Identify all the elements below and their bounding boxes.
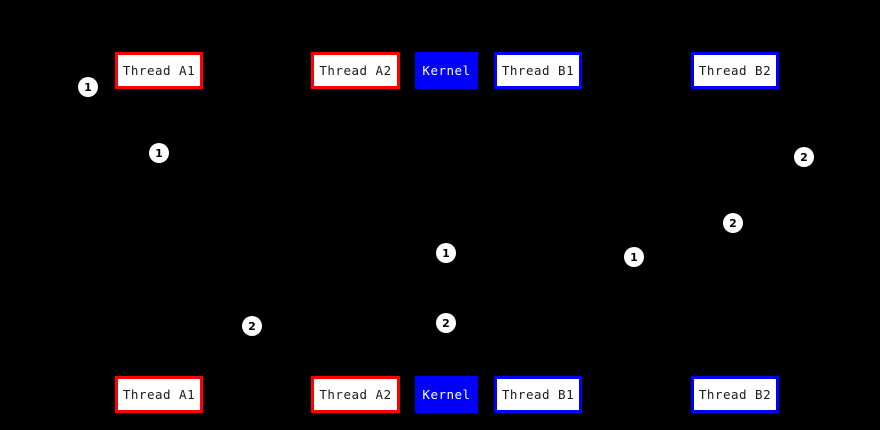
lifeline-kernel [446,89,447,376]
participant-header-kernel-label: Kernel [422,63,471,78]
participant-header-thread-b1[interactable]: Thread B1 [494,52,582,89]
participant-footer-kernel-label: Kernel [422,387,471,402]
lifeline-thread-b1 [538,89,539,376]
participant-footer-kernel[interactable]: Kernel [415,376,478,413]
lifeline-thread-a1 [159,89,160,376]
participant-footer-thread-a1-label: Thread A1 [122,387,196,402]
participant-header-kernel[interactable]: Kernel [415,52,478,89]
message-msg2 [730,154,736,160]
participant-footer-thread-a2[interactable]: Thread A2 [311,376,400,413]
step-marker-m3: 2 [794,147,814,167]
message-msg4 [446,250,539,256]
participant-footer-thread-b2-label: Thread B2 [698,387,772,402]
step-marker-m4: 2 [723,213,743,233]
participant-header-thread-a2[interactable]: Thread A2 [311,52,400,89]
step-marker-m2: 1 [149,143,169,163]
step-marker-m5: 1 [436,243,456,263]
participant-header-thread-a1[interactable]: Thread A1 [115,52,203,89]
participant-footer-thread-b1[interactable]: Thread B1 [494,376,582,413]
participant-footer-thread-a1[interactable]: Thread A1 [115,376,203,413]
participant-footer-thread-a2-label: Thread A2 [319,387,392,402]
participant-header-thread-a1-label: Thread A1 [122,63,196,78]
participant-header-thread-a2-label: Thread A2 [319,63,392,78]
step-marker-m1: 1 [78,77,98,97]
step-marker-m8: 2 [436,313,456,333]
participant-header-thread-b2[interactable]: Thread B2 [691,52,779,89]
participant-header-thread-b2-label: Thread B2 [698,63,772,78]
participant-footer-thread-b2[interactable]: Thread B2 [691,376,779,413]
message-msg3 [446,220,735,226]
participant-header-thread-b1-label: Thread B1 [501,63,575,78]
step-marker-m7: 2 [242,316,262,336]
step-marker-m6: 1 [624,247,644,267]
message-msg5 [159,320,447,326]
participant-footer-thread-b1-label: Thread B1 [501,387,575,402]
lifeline-thread-a2 [355,89,356,376]
